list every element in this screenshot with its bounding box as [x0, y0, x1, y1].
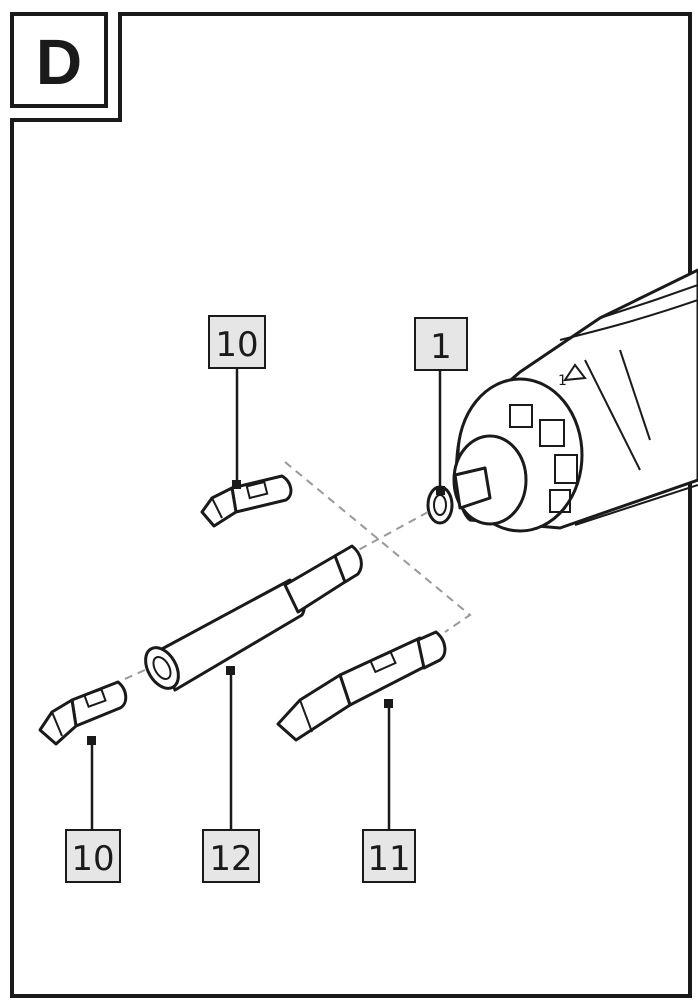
- chuck: [426, 377, 584, 533]
- callout-chuck: 1: [414, 317, 468, 371]
- panel-letter-box: [10, 12, 108, 108]
- svg-text:11: 11: [367, 839, 410, 879]
- drill-mark: 1: [558, 373, 567, 389]
- callout-long-bit: 11: [362, 829, 416, 883]
- callout-left-bit: 10: [65, 829, 121, 883]
- svg-text:12: 12: [209, 839, 252, 879]
- svg-text:10: 10: [71, 839, 114, 879]
- top-screwdriver-bit: [200, 474, 293, 528]
- long-screwdriver-bit: [276, 630, 447, 742]
- left-screwdriver-bit: [38, 680, 128, 746]
- leader-dot-left-bit: [87, 736, 96, 745]
- assembly-axis-upper: [284, 461, 472, 633]
- svg-text:1: 1: [430, 327, 452, 367]
- leader-dot-top-bit: [232, 480, 241, 489]
- panel-letter: D: [36, 26, 82, 98]
- bit-holder: [144, 544, 363, 692]
- svg-text:10: 10: [215, 325, 258, 365]
- leader-dot-holder: [226, 666, 235, 675]
- leader-dot-long-bit: [384, 699, 393, 708]
- panel-frame: [10, 12, 692, 998]
- callout-holder: 12: [202, 829, 260, 883]
- callout-top-bit: 10: [208, 315, 266, 369]
- leader-dot-chuck: [436, 486, 445, 495]
